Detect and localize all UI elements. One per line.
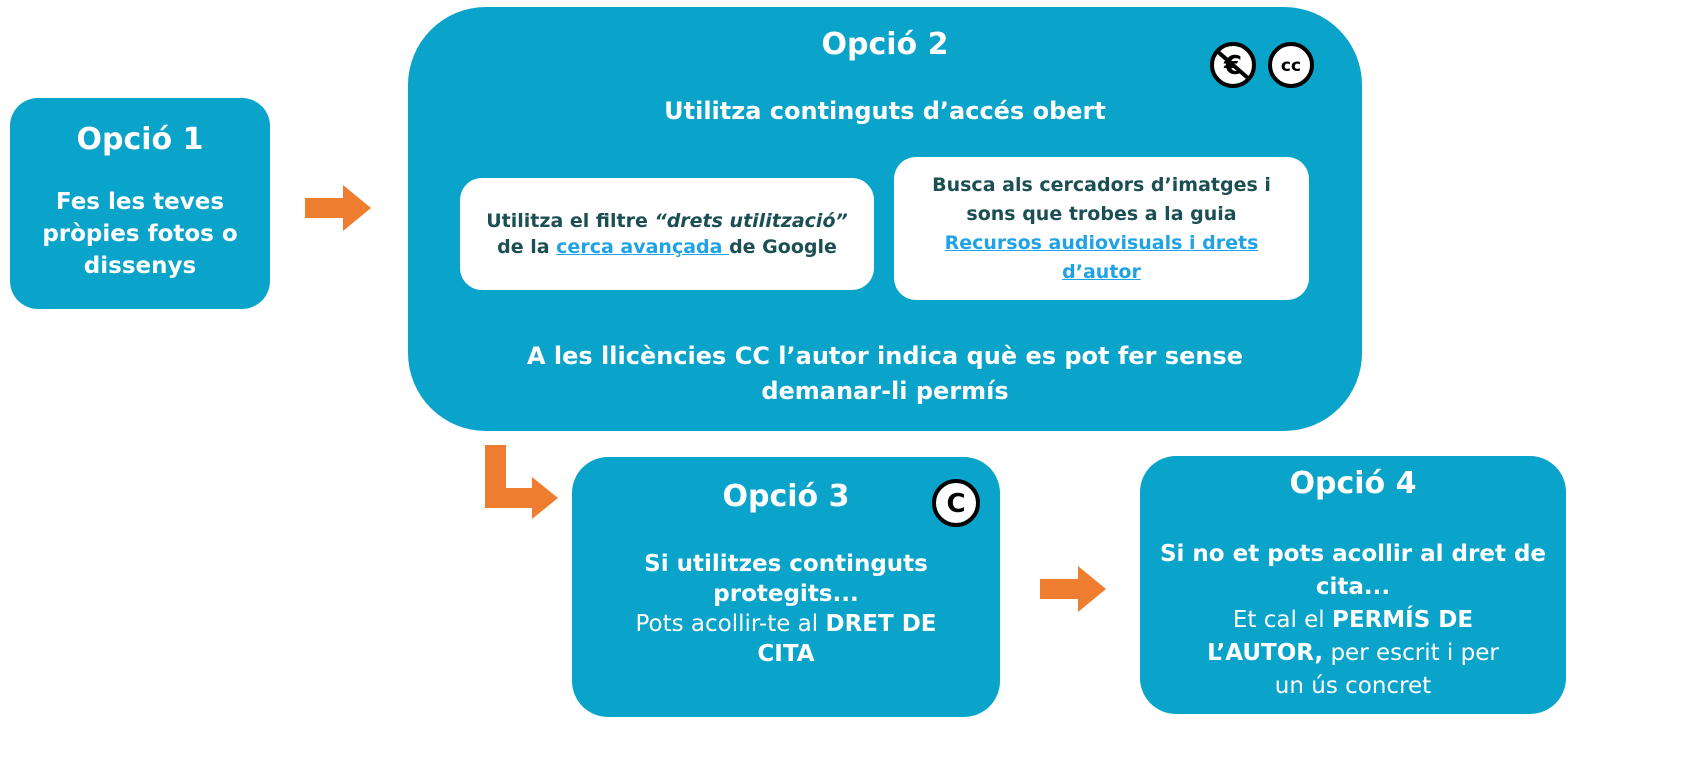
arrow-option2-to-option3 [485,445,558,519]
option-3-line1: Si utilitzes continguts protegits... [644,551,928,607]
option-4-line2-pre: Et cal el [1232,607,1333,633]
svg-text:C: C [946,489,965,519]
option-2-footer: A les llicències CC l’autor indica què e… [526,342,1243,405]
option-4-title: Opció 4 [1289,466,1417,501]
option-3-title: Opció 3 [722,479,850,514]
option-4-line2: Et cal el PERMÍS DE L’AUTOR, per escrit … [1158,604,1548,703]
option-2-box: Opció 2 € cc Utilitza continguts d’accés… [408,7,1362,431]
card-left-text-pre: Utilitza el filtre [486,210,655,232]
card-left-italic: “drets utilització” [654,210,848,232]
option-3-line2-bold: DRET DE CITA [757,611,937,667]
option-1-box: Opció 1 Fes les teves pròpies fotos o di… [10,98,270,309]
svg-text:cc: cc [1281,56,1301,76]
no-commercial-icon: € [1210,42,1256,88]
option-4-box: Opció 4 Si no et pots acollir al dret de… [1140,456,1566,714]
option-4-line2-bold: PERMÍS DE L’AUTOR, [1207,607,1474,666]
card-left-text-post: de Google [729,236,837,258]
arrow-option1-to-option2 [305,185,371,231]
option-2-subtitle: Utilitza continguts d’accés obert [664,97,1106,125]
option-4-line1: Si no et pots acollir al dret de cita... [1159,541,1547,600]
option-3-box: Opció 3 C Si utilitzes continguts proteg… [572,457,1000,717]
option-2-card-left: Utilitza el filtre “drets utilització” d… [460,178,874,290]
option-2-card-right: Busca als cercadors d’imatges i sons que… [894,157,1309,300]
recursos-audiovisuals-link[interactable]: Recursos audiovisuals i drets d’autor [944,231,1259,283]
option-2-title: Opció 2 [821,27,949,62]
option-3-line2: Pots acollir-te al DRET DE CITA [592,609,980,669]
option-1-body: Fes les teves pròpies fotos o dissenys [42,189,238,279]
copyright-icon: C [932,479,980,527]
card-right-text-pre: Busca als cercadors d’imatges i sons que… [932,173,1271,225]
arrow-option3-to-option4 [1040,566,1106,612]
creative-commons-icon: cc [1268,42,1314,88]
option-3-line2-pre: Pots acollir-te al [635,611,826,637]
option-4-line2-post: per escrit i per un ús concret [1274,640,1499,699]
card-left-text-mid: de la [497,236,557,258]
option-1-title: Opció 1 [76,122,204,157]
cerca-avancada-link[interactable]: cerca avançada [556,236,730,258]
